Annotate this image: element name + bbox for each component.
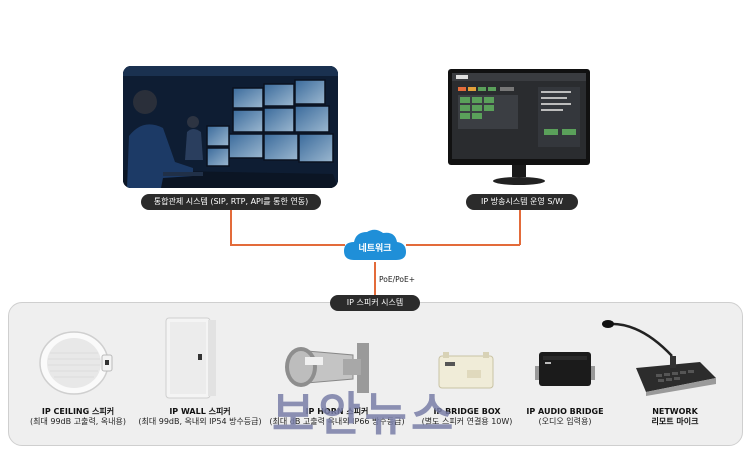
- connector-left-across: [230, 244, 345, 246]
- product-subtitle: 리모트 마이크: [651, 417, 699, 426]
- audio-bridge-image: [535, 348, 595, 390]
- product-title: IP CEILING 스피커: [41, 407, 115, 416]
- control-room-image: [123, 66, 338, 188]
- product-subtitle: (별도 스피커 연결용 10W): [421, 417, 513, 426]
- connector-center-down: [374, 262, 376, 295]
- product-label-horn: IP HORN 스피커 (최대 dB 고출력 옥내외 IP66 방수등급): [262, 407, 412, 427]
- product-subtitle: (최대 dB 고출력 옥내외 IP66 방수등급): [269, 417, 405, 426]
- product-label-audio-bridge: IP AUDIO BRIDGE (오디오 입력용): [520, 407, 610, 427]
- product-subtitle: (오디오 입력용): [538, 417, 592, 426]
- product-title: IP WALL 스피커: [169, 407, 231, 416]
- product-subtitle: (최대 99dB 고출력, 옥내용): [29, 417, 127, 426]
- speaker-system-label: IP 스피커 시스템: [330, 295, 420, 311]
- operation-software-monitor: [448, 69, 590, 187]
- product-label-ceiling: IP CEILING 스피커 (최대 99dB 고출력, 옥내용): [18, 407, 138, 427]
- product-label-bridge-box: IP BRIDGE BOX (별도 스피커 연결용 10W): [412, 407, 522, 427]
- product-subtitle: (최대 99dB, 옥내외 IP54 방수등급): [138, 417, 262, 426]
- connector-right-down: [519, 210, 521, 245]
- software-label: IP 방송시스템 운영 S/W: [466, 194, 578, 210]
- remote-microphone-image: [600, 318, 720, 396]
- ceiling-speaker-image: [38, 327, 114, 395]
- product-label-network-mic: NETWORK 리모트 마이크: [630, 407, 720, 427]
- bridge-box-image: [437, 350, 495, 390]
- connector-left-down: [230, 210, 232, 245]
- connector-right-across: [406, 244, 520, 246]
- product-label-wall: IP WALL 스피커 (최대 99dB, 옥내외 IP54 방수등급): [130, 407, 270, 427]
- wall-speaker-image: [162, 314, 218, 400]
- product-title: NETWORK: [652, 407, 698, 416]
- network-cloud-icon: 네트워크: [342, 226, 408, 264]
- watermark: 보안뉴스: [272, 387, 458, 441]
- horn-speaker-image: [283, 337, 379, 397]
- network-label: 네트워크: [358, 244, 392, 254]
- product-title: IP BRIDGE BOX: [433, 407, 501, 416]
- product-title: IP HORN 스피커: [305, 407, 369, 416]
- product-title: IP AUDIO BRIDGE: [526, 407, 604, 416]
- control-system-label: 통합관제 시스템 (SIP, RTP, API를 통한 연동): [141, 194, 321, 210]
- poe-label: PoE/PoE+: [379, 275, 415, 284]
